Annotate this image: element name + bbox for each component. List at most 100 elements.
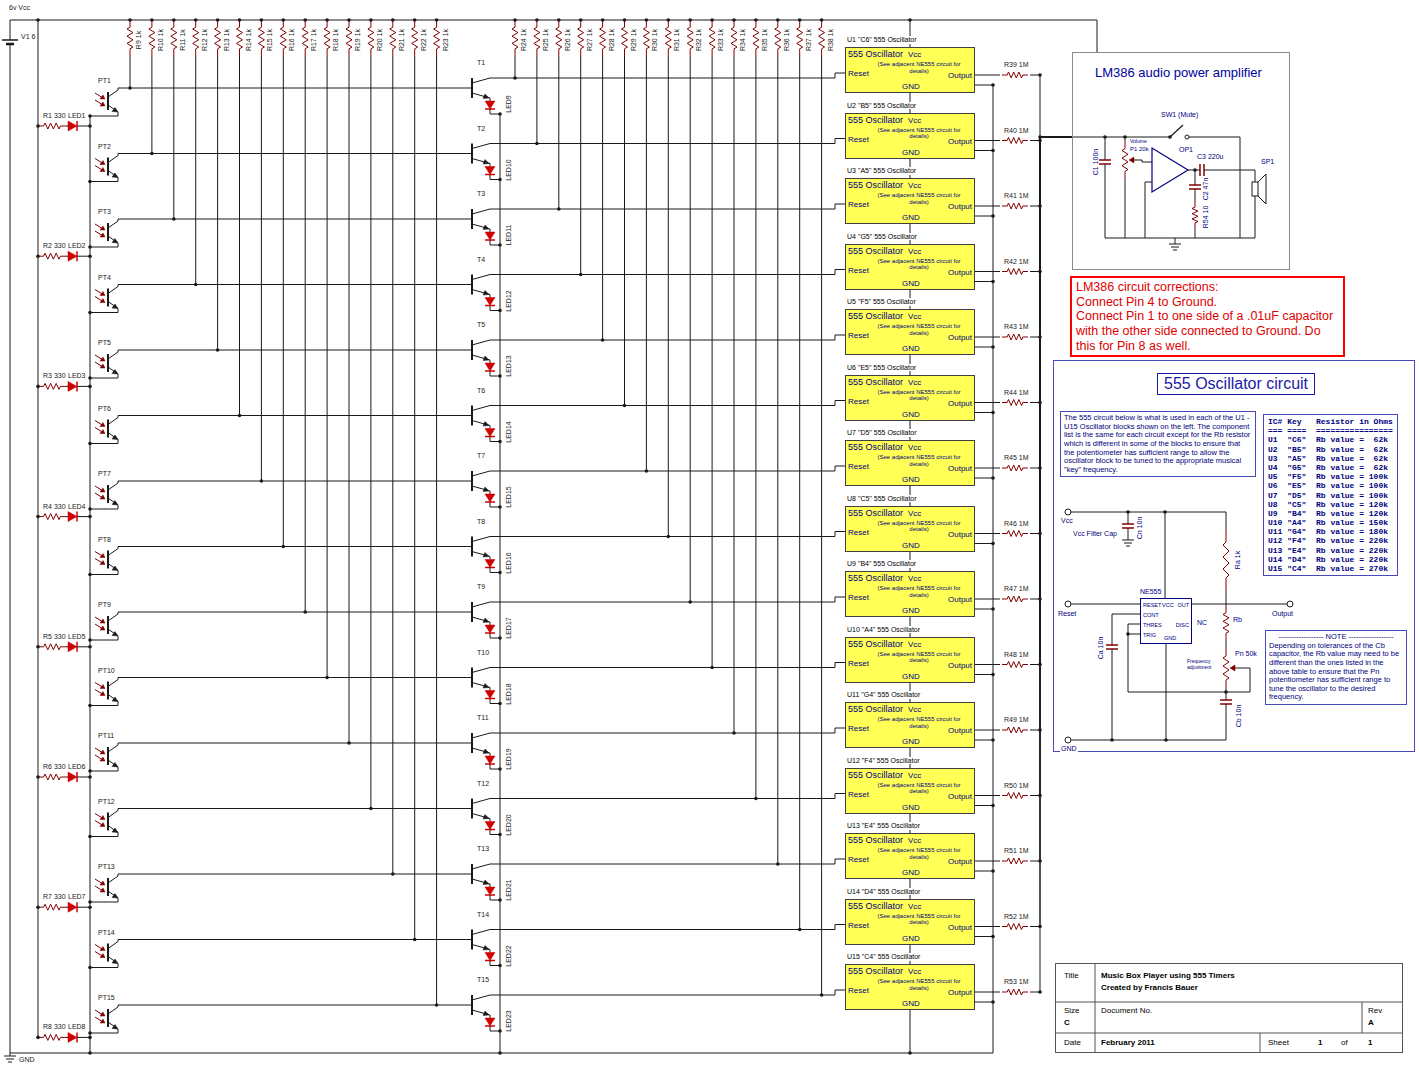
junction-dot [194, 283, 198, 287]
block-text: Reset [848, 398, 869, 407]
wire [975, 674, 993, 675]
wire [1189, 137, 1240, 238]
part-label: R45 1M [1003, 454, 1030, 461]
junction-dot [991, 345, 995, 349]
block-text: GND [902, 83, 920, 92]
transistor-symbol [472, 421, 490, 429]
block-text: Vcc [908, 313, 921, 322]
wire [118, 481, 472, 482]
wiper-arrow [1129, 157, 1134, 163]
block-text: GND [902, 804, 920, 813]
transistor-symbol [472, 668, 490, 673]
transistor-symbol [472, 355, 490, 363]
junction-dot [369, 807, 373, 811]
phototransistor-symbol [90, 564, 118, 575]
wire [118, 612, 472, 613]
resistor-symbol [127, 20, 133, 56]
emitter-arrow [112, 894, 118, 899]
wire [1145, 182, 1152, 183]
led-symbol [485, 429, 495, 437]
block-text: Output [948, 138, 972, 147]
block-text: GND [902, 149, 920, 158]
light-arrow [100, 816, 105, 820]
block-text: Vcc [908, 903, 921, 912]
wire-mask [1000, 463, 1030, 473]
table-row: U5 "F5" Rb value = 100k [1268, 472, 1393, 481]
ground-symbol [8, 1062, 12, 1063]
junction-dot [88, 775, 92, 779]
transistor-symbol [471, 995, 473, 1015]
junction-dot [579, 18, 583, 22]
capacitor-symbol [1122, 523, 1134, 525]
resistor-symbol [512, 20, 518, 56]
part-label: LED14 [505, 420, 512, 443]
light-arrow [100, 692, 105, 696]
junction-dot [991, 280, 995, 284]
junction-dot [325, 676, 329, 680]
phototransistor-symbol [90, 760, 118, 771]
resistor-symbol [1223, 648, 1229, 688]
junction-dot [498, 309, 502, 313]
resistor-symbol [819, 20, 825, 56]
wire [10, 20, 11, 40]
transistor-symbol [472, 945, 490, 953]
block-text: 555 Oscillator [848, 705, 903, 715]
capacitor-symbol [1099, 159, 1111, 161]
pin-name: RESET [1143, 602, 1161, 608]
panel-title: 555 Oscillator circuit [1157, 373, 1315, 395]
light-arrow [100, 685, 105, 689]
wire [1105, 137, 1106, 160]
junction-dot [1038, 270, 1042, 274]
resistor-symbol [1122, 141, 1128, 179]
part-label: LED11 [505, 224, 512, 247]
resistor-symbol [797, 20, 803, 56]
transistor-symbol [472, 290, 490, 298]
resistor-symbol [324, 20, 330, 56]
wire [490, 204, 845, 209]
wire-mask [1000, 660, 1030, 670]
wire [1145, 182, 1146, 238]
block-text: 555 Oscillator [848, 509, 903, 519]
wire [118, 415, 472, 416]
wire [975, 1002, 993, 1003]
junction-dot [1038, 597, 1042, 601]
part-label: PT2 [97, 143, 112, 150]
block-text: GND [902, 673, 920, 682]
wire [975, 347, 993, 348]
transistor-symbol [472, 733, 490, 738]
wire [1112, 649, 1113, 740]
block-text: 555 Oscillator [848, 378, 903, 388]
part-label: PT7 [97, 470, 112, 477]
wire [1234, 668, 1250, 669]
part-label: Ra 1k [1234, 550, 1241, 570]
transistor-symbol [472, 864, 490, 869]
resistor-symbol [368, 20, 374, 56]
part-label: PT5 [97, 339, 112, 346]
light-arrow [100, 233, 105, 237]
pin-name: OUT [1177, 602, 1189, 608]
block-text: Reset [848, 594, 869, 603]
part-label: LED5 [67, 633, 87, 640]
part-label: PT3 [97, 208, 112, 215]
phototransistor-symbol [90, 433, 118, 444]
wire [1226, 704, 1227, 740]
light-arrow [100, 881, 105, 885]
led-symbol [485, 298, 495, 306]
wire [490, 728, 845, 733]
led-symbol [485, 887, 495, 895]
resistor-symbol [38, 253, 66, 259]
part-label: R13 1k [222, 28, 229, 52]
resistor-symbol [1002, 531, 1028, 537]
wire [66, 907, 68, 908]
title-block-text: A [1368, 1019, 1374, 1028]
emitter-arrow [483, 1011, 489, 1016]
pin-name: VCC [1162, 602, 1174, 608]
transistor-symbol [471, 864, 473, 884]
wiper-arrow [1230, 665, 1235, 671]
part-label: T5 [476, 321, 486, 328]
wire [1105, 164, 1106, 238]
part-label: R48 1M [1003, 651, 1030, 658]
resistor-symbol [149, 20, 155, 56]
light-arrow [100, 161, 105, 165]
resistor-symbol [709, 20, 715, 56]
